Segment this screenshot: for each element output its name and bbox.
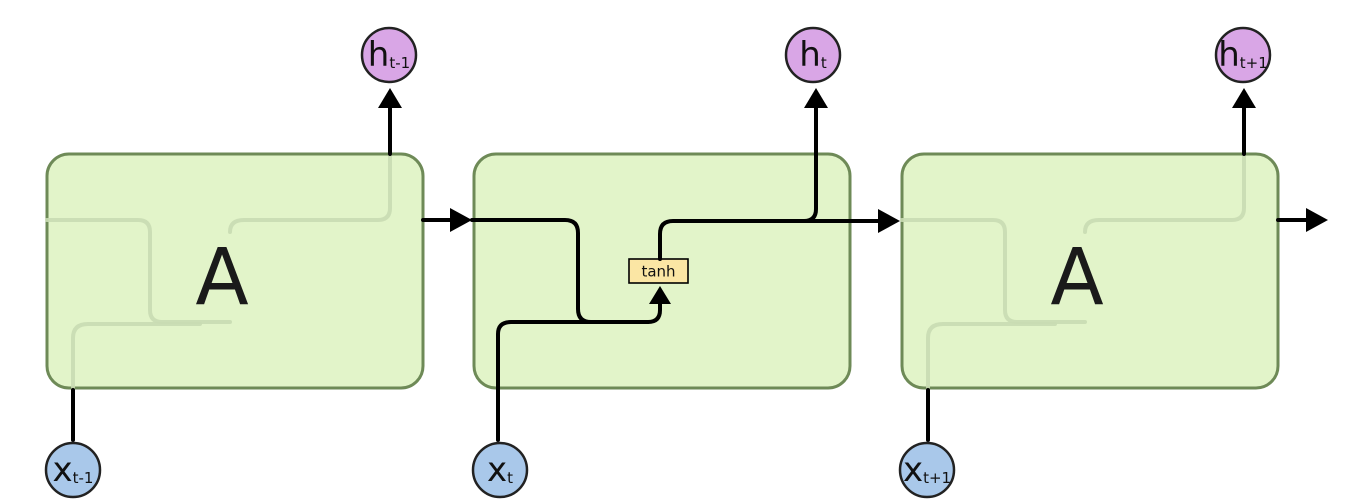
output-node-right-text: ht+1 bbox=[1218, 35, 1268, 75]
cell-right-ghost-path-hidden bbox=[900, 218, 1087, 324]
output-node-middle-circle bbox=[784, 26, 842, 84]
output-node-right: ht+1 bbox=[1214, 26, 1272, 84]
output-node-right-circle bbox=[1214, 26, 1272, 84]
arrow-hidden-right-out-head bbox=[1306, 208, 1328, 232]
output-node-middle-text: ht bbox=[799, 35, 827, 75]
tanh-gate-label: tanh bbox=[641, 263, 675, 281]
cell-right-box bbox=[900, 152, 1280, 390]
input-node-right-circle bbox=[898, 441, 956, 499]
cell-right-ghost-path-input bbox=[926, 322, 1057, 390]
cell-left-box bbox=[45, 152, 425, 390]
output-node-middle: ht bbox=[784, 26, 842, 84]
wire-middle-output bbox=[802, 102, 818, 223]
cell-left-ghost-path-output bbox=[228, 152, 392, 234]
input-node-left: xt-1 bbox=[44, 441, 102, 499]
cell-left-label: A bbox=[195, 233, 248, 323]
output-node-left: ht-1 bbox=[360, 26, 418, 84]
input-node-middle-text: xt bbox=[487, 450, 513, 490]
input-node-left-circle bbox=[44, 441, 102, 499]
arrow-right-output-head bbox=[1232, 88, 1256, 108]
cell-left-ghost-path-input bbox=[71, 322, 202, 390]
wire-middle-tanh-output bbox=[658, 219, 882, 261]
arrow-middle-into-tanh bbox=[649, 286, 671, 304]
cell-right-ghost-path-output bbox=[1083, 152, 1246, 234]
cell-right-label: A bbox=[1050, 233, 1103, 323]
output-node-left-text: ht-1 bbox=[368, 35, 410, 75]
input-node-middle: xt bbox=[471, 441, 529, 499]
input-node-right: xt+1 bbox=[898, 441, 956, 499]
arrow-hidden-left-to-middle-head bbox=[450, 208, 472, 232]
input-node-left-text: xt-1 bbox=[53, 450, 94, 490]
tanh-gate: tanh bbox=[628, 258, 689, 284]
input-node-right-text: xt+1 bbox=[903, 450, 951, 490]
cell-left-ghost-path-hidden bbox=[45, 218, 232, 324]
input-node-middle-circle bbox=[471, 441, 529, 499]
arrow-middle-output-head bbox=[804, 88, 828, 108]
arrow-hidden-middle-to-right-head bbox=[878, 209, 900, 233]
cell-right: A bbox=[900, 152, 1280, 390]
wire-middle-input bbox=[496, 300, 662, 442]
cell-left: A bbox=[45, 152, 425, 390]
arrow-left-output-head bbox=[378, 88, 402, 108]
output-node-left-circle bbox=[360, 26, 418, 84]
